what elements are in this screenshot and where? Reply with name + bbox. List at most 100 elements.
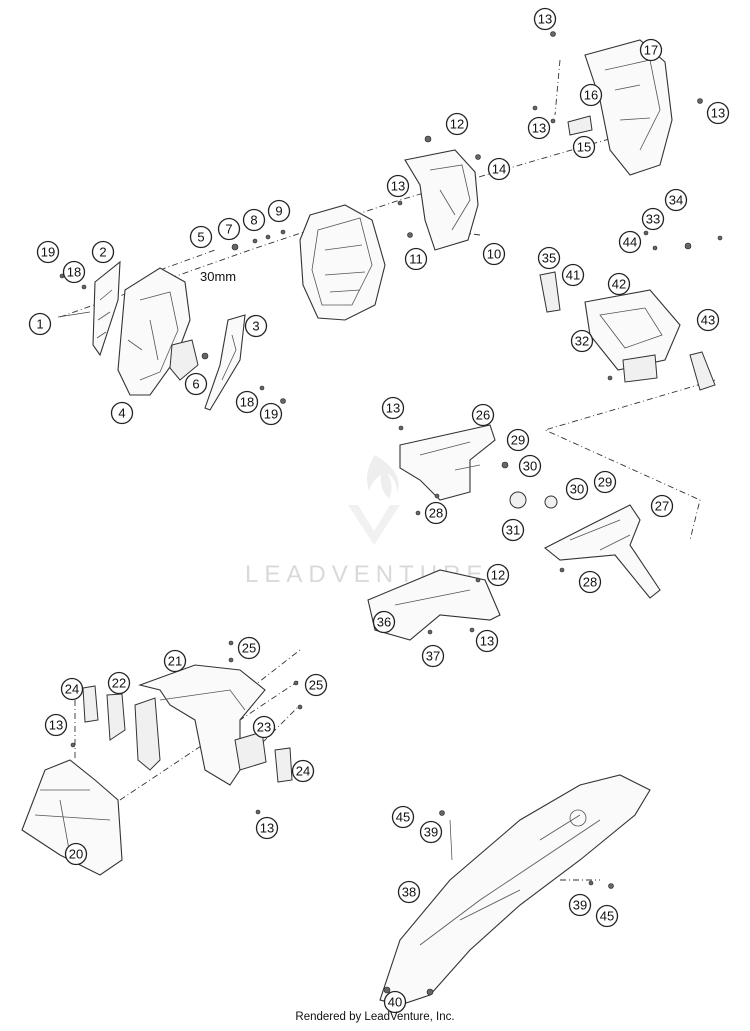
callout-38: 38 <box>397 880 421 904</box>
svg-text:13: 13 <box>532 121 546 136</box>
svg-text:4: 4 <box>118 406 125 421</box>
svg-text:34: 34 <box>669 193 683 208</box>
svg-text:7: 7 <box>225 222 232 237</box>
svg-text:26: 26 <box>476 408 490 423</box>
svg-text:5: 5 <box>197 230 204 245</box>
callout-12-top: 12 <box>445 112 469 136</box>
svg-text:44: 44 <box>623 235 637 250</box>
callout-7: 7 <box>217 217 241 241</box>
callout-43: 43 <box>696 308 720 332</box>
svg-text:24: 24 <box>65 682 79 697</box>
svg-text:37: 37 <box>426 649 440 664</box>
svg-text:17: 17 <box>644 43 658 58</box>
callout-28-left: 28 <box>424 501 448 525</box>
svg-text:13: 13 <box>391 179 405 194</box>
callout-3: 3 <box>244 314 268 338</box>
svg-text:25: 25 <box>309 678 323 693</box>
callout-40: 40 <box>383 990 407 1014</box>
svg-text:16: 16 <box>584 88 598 103</box>
rear-rubber-mounts <box>501 461 558 509</box>
footer-credit: Rendered by LeadVenture, Inc. <box>295 1011 455 1023</box>
callout-19-right: 19 <box>259 402 283 426</box>
callout-16: 16 <box>579 83 603 107</box>
callout-34: 34 <box>664 188 688 212</box>
callout-30-right: 30 <box>565 477 589 501</box>
svg-text:39: 39 <box>424 825 438 840</box>
callout-24-left: 24 <box>60 677 84 701</box>
svg-text:31: 31 <box>506 523 520 538</box>
svg-text:9: 9 <box>275 204 282 219</box>
svg-text:43: 43 <box>701 313 715 328</box>
callout-15: 15 <box>572 135 596 159</box>
svg-text:14: 14 <box>492 162 506 177</box>
front-fender <box>134 640 303 815</box>
svg-text:27: 27 <box>655 499 669 514</box>
callout-1: 1 <box>28 312 52 336</box>
svg-text:39: 39 <box>573 898 587 913</box>
dimension-note: 30mm <box>200 269 236 284</box>
svg-text:28: 28 <box>429 506 443 521</box>
svg-text:18: 18 <box>240 395 254 410</box>
callout-36: 36 <box>372 610 396 634</box>
svg-text:24: 24 <box>296 764 310 779</box>
callout-45-left: 45 <box>391 805 415 829</box>
svg-text:20: 20 <box>69 847 83 862</box>
callout-41: 41 <box>561 263 585 287</box>
callout-27: 27 <box>650 494 674 518</box>
fender-strip-left <box>70 685 126 748</box>
callout-13-c: 13 <box>527 116 551 140</box>
svg-text:12: 12 <box>450 117 464 132</box>
callout-29-top: 29 <box>506 428 530 452</box>
headlight-mask-bracket <box>169 339 199 381</box>
headlight-bracket <box>397 135 481 251</box>
svg-text:10: 10 <box>487 247 501 262</box>
fender-bracket-right <box>234 731 293 783</box>
callout-17: 17 <box>639 38 663 62</box>
callout-39-left: 39 <box>419 820 443 844</box>
svg-text:13: 13 <box>480 634 494 649</box>
callout-4: 4 <box>110 401 134 425</box>
svg-text:32: 32 <box>575 334 589 349</box>
svg-text:21: 21 <box>168 654 182 669</box>
svg-text:13: 13 <box>260 821 274 836</box>
callout-13-e: 13 <box>381 396 405 420</box>
svg-text:38: 38 <box>402 885 416 900</box>
svg-text:15: 15 <box>577 140 591 155</box>
svg-text:29: 29 <box>511 433 525 448</box>
svg-text:13: 13 <box>711 106 725 121</box>
watermark-logo <box>348 455 400 545</box>
svg-text:13: 13 <box>386 401 400 416</box>
rear-bracket-right <box>543 475 661 599</box>
svg-text:28: 28 <box>583 575 597 590</box>
callout-13-f: 13 <box>475 629 499 653</box>
callout-32: 32 <box>570 329 594 353</box>
svg-text:2: 2 <box>99 245 106 260</box>
callout-8: 8 <box>242 208 266 232</box>
callout-26: 26 <box>471 403 495 427</box>
license-plate-holder <box>539 230 723 391</box>
front-fairing-nose <box>21 759 123 876</box>
callout-9: 9 <box>267 199 291 223</box>
svg-text:1: 1 <box>36 317 43 332</box>
svg-text:25: 25 <box>242 641 256 656</box>
svg-text:30: 30 <box>570 482 584 497</box>
callout-33: 33 <box>641 207 665 231</box>
headlight-mask-right-panel <box>204 314 246 411</box>
headlight-mask-left-panel <box>92 260 121 357</box>
callout-18-right: 18 <box>235 390 259 414</box>
callout-45-right: 45 <box>595 904 619 928</box>
callout-25-right: 25 <box>304 673 328 697</box>
rear-bracket-left <box>398 424 496 516</box>
svg-text:41: 41 <box>566 268 580 283</box>
callout-31: 31 <box>501 518 525 542</box>
small-hardware-left <box>57 229 286 404</box>
svg-text:19: 19 <box>41 245 55 260</box>
callout-13-h: 13 <box>255 816 279 840</box>
callout-28-right: 28 <box>578 570 602 594</box>
callout-24-right: 24 <box>291 759 315 783</box>
callout-30-top: 30 <box>518 454 542 478</box>
svg-text:3: 3 <box>252 319 259 334</box>
instrument-cluster-bracket <box>532 31 703 176</box>
callout-13-i: 13 <box>0 0 7 8</box>
